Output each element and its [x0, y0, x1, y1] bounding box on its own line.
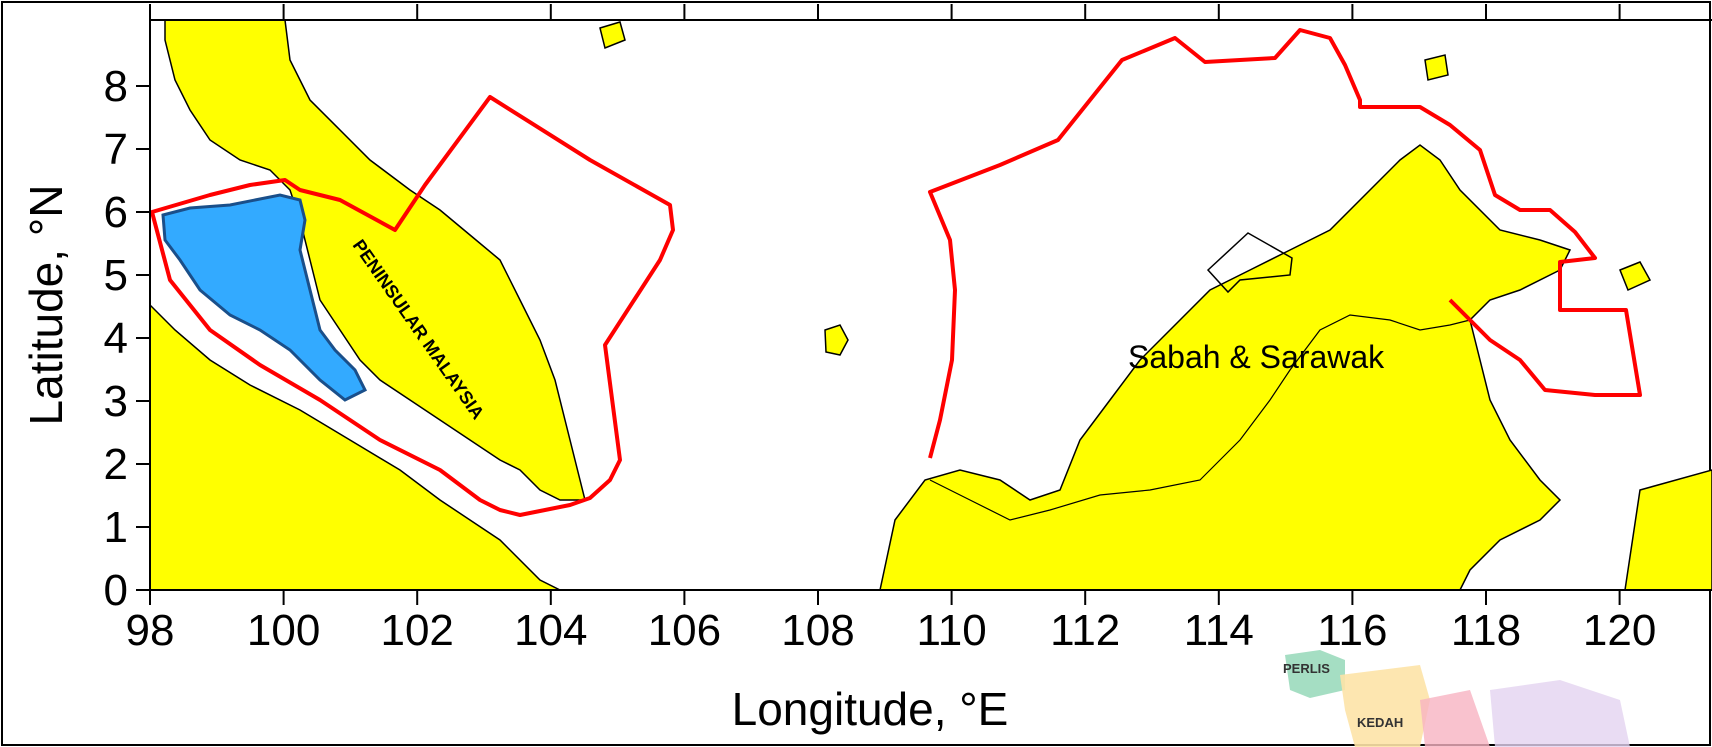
x-tick-label: 108 [781, 606, 854, 655]
y-tick-label: 6 [104, 188, 128, 237]
x-axis-ticks: 98 100 102 104 106 108 110 112 114 116 118 120 [126, 4, 1656, 655]
peninsular-malaysia-landmass [164, 20, 586, 501]
x-tick-label: 100 [247, 606, 320, 655]
kedah-label: KEDAH [1357, 715, 1403, 730]
sumatra-landmass [150, 303, 561, 590]
kelantan-region [1490, 680, 1630, 747]
x-tick-label: 116 [1317, 606, 1387, 655]
perlis-label: PERLIS [1283, 661, 1330, 676]
y-tick-label: 5 [104, 251, 128, 300]
x-tick-label: 98 [126, 606, 175, 655]
perlis-region [1285, 650, 1345, 698]
x-tick-label: 102 [380, 606, 453, 655]
y-tick-label: 3 [104, 377, 128, 426]
y-tick-label: 8 [104, 62, 128, 111]
island [1424, 54, 1449, 81]
y-tick-label: 4 [104, 314, 128, 363]
x-axis-title: Longitude, °E [732, 683, 1009, 735]
y-tick-label: 0 [104, 566, 128, 615]
penang-perak-region [1420, 690, 1490, 747]
x-tick-label: 106 [648, 606, 721, 655]
island [1624, 469, 1712, 590]
borneo-landmass [879, 144, 1572, 590]
x-tick-label: 110 [917, 606, 987, 655]
y-axis-title: Latitude, °N [20, 185, 72, 426]
y-tick-label: 1 [104, 503, 128, 552]
x-tick-label: 120 [1583, 606, 1656, 655]
island [824, 324, 849, 356]
y-tick-label: 2 [104, 440, 128, 489]
x-tick-label: 112 [1050, 606, 1120, 655]
y-tick-label: 7 [104, 125, 128, 174]
island [599, 21, 626, 50]
island [1619, 261, 1652, 292]
study-area-strait-of-malacca [161, 193, 368, 402]
eez-boundary-peninsular [150, 95, 675, 517]
borneo-region-label: Sabah & Sarawak [1128, 339, 1385, 375]
x-tick-label: 104 [514, 606, 587, 655]
inset-state-map: PERLIS KEDAH [1283, 650, 1630, 747]
x-tick-label: 114 [1184, 606, 1254, 655]
brunei-area-outline [1206, 232, 1293, 294]
x-tick-label: 118 [1451, 606, 1521, 655]
y-axis-ticks: 0 1 2 3 4 5 6 7 8 [104, 62, 150, 615]
eez-boundary-borneo [928, 28, 1642, 459]
kedah-region [1340, 665, 1430, 747]
kalimantan-border [929, 314, 1471, 521]
